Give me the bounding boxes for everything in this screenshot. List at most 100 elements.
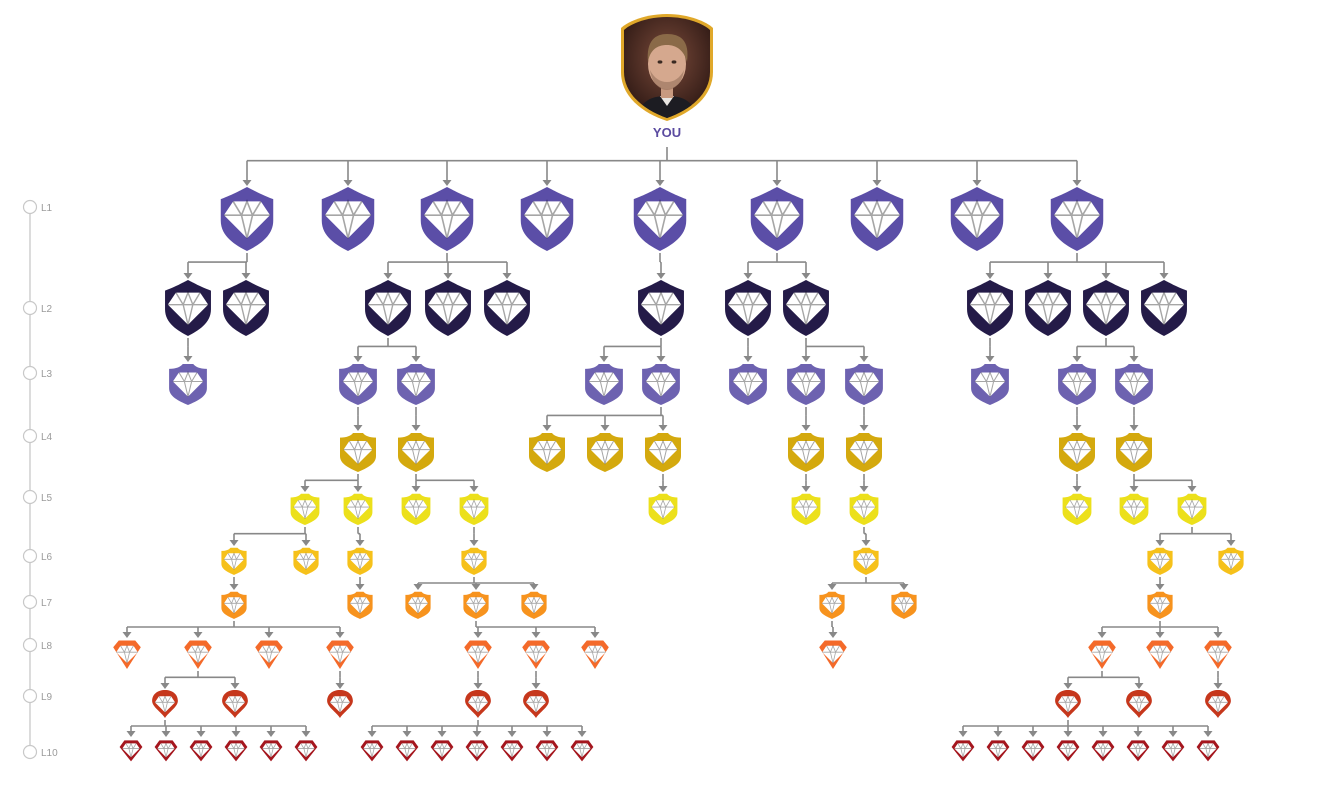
member-node-l10-2[interactable] [154, 740, 178, 762]
member-node-l2-6[interactable] [638, 280, 684, 336]
member-node-l4-7[interactable] [846, 433, 882, 472]
member-node-l8-6[interactable] [522, 640, 550, 670]
member-node-l2-5[interactable] [484, 280, 530, 336]
member-node-l3-3[interactable] [397, 364, 435, 405]
member-node-l3-1[interactable] [169, 364, 207, 405]
member-node-l6-3[interactable] [347, 547, 373, 575]
member-node-l10-5[interactable] [259, 740, 283, 762]
member-node-l8-7[interactable] [581, 640, 609, 670]
member-node-l3-6[interactable] [729, 364, 767, 405]
member-node-l8-8[interactable] [819, 640, 847, 670]
member-node-l6-2[interactable] [293, 547, 319, 575]
member-node-l10-9[interactable] [430, 740, 454, 762]
member-node-l7-6[interactable] [819, 591, 845, 619]
member-node-l6-7[interactable] [1218, 547, 1244, 575]
member-node-l9-3[interactable] [327, 690, 353, 718]
member-node-l10-3[interactable] [189, 740, 213, 762]
member-node-l10-12[interactable] [535, 740, 559, 762]
member-node-l5-8[interactable] [1062, 493, 1092, 525]
member-node-l4-4[interactable] [587, 433, 623, 472]
member-node-l2-2[interactable] [223, 280, 269, 336]
member-node-l4-5[interactable] [645, 433, 681, 472]
member-node-l8-11[interactable] [1204, 640, 1232, 670]
member-node-l8-2[interactable] [184, 640, 212, 670]
member-node-l10-10[interactable] [465, 740, 489, 762]
member-node-l1-3[interactable] [420, 187, 474, 251]
member-node-l5-9[interactable] [1119, 493, 1149, 525]
member-node-l2-10[interactable] [1025, 280, 1071, 336]
member-node-l8-1[interactable] [113, 640, 141, 670]
member-node-l3-2[interactable] [339, 364, 377, 405]
member-node-l1-6[interactable] [750, 187, 804, 251]
member-node-l6-5[interactable] [853, 547, 879, 575]
member-node-l3-7[interactable] [787, 364, 825, 405]
member-node-l7-8[interactable] [1147, 591, 1173, 619]
member-node-l5-7[interactable] [849, 493, 879, 525]
member-node-l2-9[interactable] [967, 280, 1013, 336]
member-node-l10-14[interactable] [951, 740, 975, 762]
member-node-l5-6[interactable] [791, 493, 821, 525]
member-node-l7-3[interactable] [405, 591, 431, 619]
member-node-l1-2[interactable] [321, 187, 375, 251]
member-node-l4-1[interactable] [340, 433, 376, 472]
member-node-l3-8[interactable] [845, 364, 883, 405]
member-node-l9-4[interactable] [465, 690, 491, 718]
member-node-l1-1[interactable] [220, 187, 274, 251]
member-node-l1-9[interactable] [1050, 187, 1104, 251]
member-node-l10-11[interactable] [500, 740, 524, 762]
member-node-l2-3[interactable] [365, 280, 411, 336]
member-node-l1-5[interactable] [633, 187, 687, 251]
member-node-l10-15[interactable] [986, 740, 1010, 762]
member-node-l3-4[interactable] [585, 364, 623, 405]
member-node-l10-4[interactable] [224, 740, 248, 762]
member-node-l10-19[interactable] [1126, 740, 1150, 762]
member-node-l8-3[interactable] [255, 640, 283, 670]
member-node-l3-9[interactable] [971, 364, 1009, 405]
member-node-l2-7[interactable] [725, 280, 771, 336]
member-node-l10-20[interactable] [1161, 740, 1185, 762]
member-node-l7-1[interactable] [221, 591, 247, 619]
member-node-l9-5[interactable] [523, 690, 549, 718]
member-node-l7-5[interactable] [521, 591, 547, 619]
member-node-l7-7[interactable] [891, 591, 917, 619]
member-node-l6-1[interactable] [221, 547, 247, 575]
member-node-l1-8[interactable] [950, 187, 1004, 251]
member-node-l4-8[interactable] [1059, 433, 1095, 472]
member-node-l5-2[interactable] [343, 493, 373, 525]
member-node-l3-5[interactable] [642, 364, 680, 405]
member-node-l10-18[interactable] [1091, 740, 1115, 762]
member-node-l5-3[interactable] [401, 493, 431, 525]
member-node-l4-9[interactable] [1116, 433, 1152, 472]
member-node-l8-4[interactable] [326, 640, 354, 670]
member-node-l3-10[interactable] [1058, 364, 1096, 405]
member-node-l5-10[interactable] [1177, 493, 1207, 525]
member-node-l10-8[interactable] [395, 740, 419, 762]
member-node-l1-4[interactable] [520, 187, 574, 251]
member-node-l9-7[interactable] [1126, 690, 1152, 718]
member-node-l9-2[interactable] [222, 690, 248, 718]
member-node-l10-6[interactable] [294, 740, 318, 762]
member-node-l7-4[interactable] [463, 591, 489, 619]
member-node-l3-11[interactable] [1115, 364, 1153, 405]
member-node-l10-16[interactable] [1021, 740, 1045, 762]
member-node-l10-1[interactable] [119, 740, 143, 762]
member-node-l8-5[interactable] [464, 640, 492, 670]
member-node-l10-7[interactable] [360, 740, 384, 762]
member-node-l5-5[interactable] [648, 493, 678, 525]
member-node-l6-4[interactable] [461, 547, 487, 575]
member-node-l9-8[interactable] [1205, 690, 1231, 718]
member-node-l2-12[interactable] [1141, 280, 1187, 336]
member-node-l6-6[interactable] [1147, 547, 1173, 575]
member-node-l9-1[interactable] [152, 690, 178, 718]
member-node-l2-11[interactable] [1083, 280, 1129, 336]
member-node-l10-21[interactable] [1196, 740, 1220, 762]
member-node-l5-4[interactable] [459, 493, 489, 525]
member-node-l10-13[interactable] [570, 740, 594, 762]
member-node-l4-6[interactable] [788, 433, 824, 472]
member-node-l9-6[interactable] [1055, 690, 1081, 718]
member-node-l2-1[interactable] [165, 280, 211, 336]
member-node-l8-9[interactable] [1088, 640, 1116, 670]
member-node-l2-4[interactable] [425, 280, 471, 336]
member-node-l2-8[interactable] [783, 280, 829, 336]
member-node-l1-7[interactable] [850, 187, 904, 251]
